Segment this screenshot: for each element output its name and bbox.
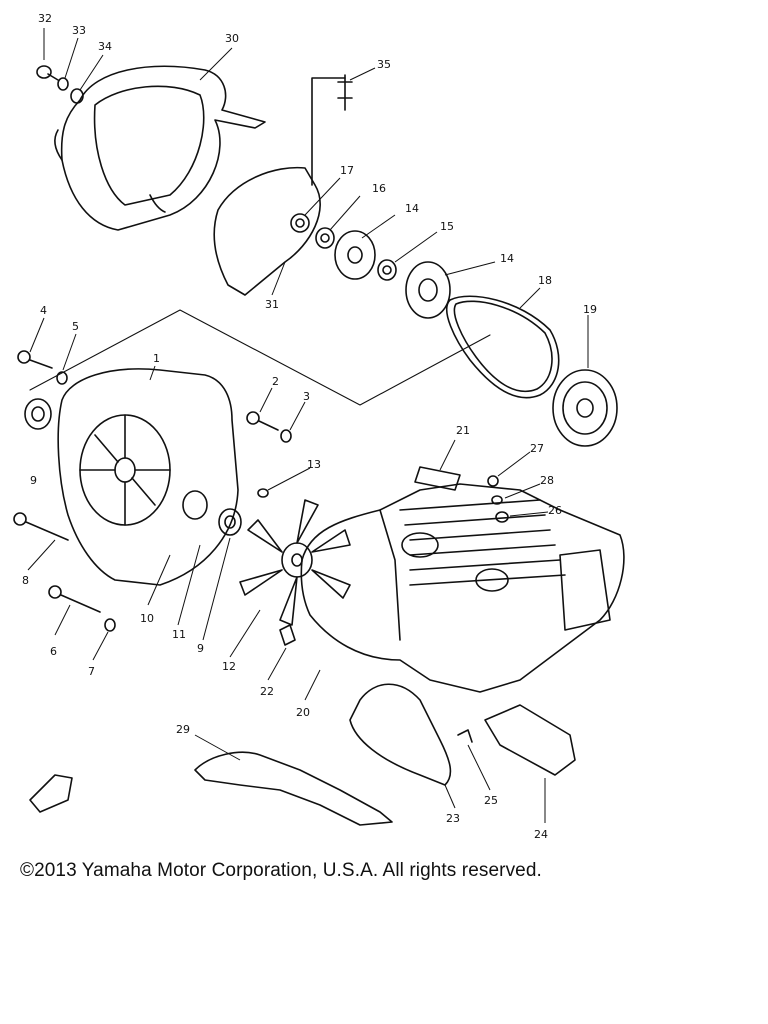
washer-16 [315,227,335,249]
fan-shroud-20 [300,483,625,693]
callout-label: 4 [40,304,47,317]
callout-label: 14 [500,252,514,265]
bolt-8 [13,512,69,541]
key-22 [279,624,296,646]
fan-housing-1 [57,368,239,586]
callout-label: 19 [583,303,597,316]
washer-34 [70,88,84,104]
washer-28 [491,495,503,505]
callout-label: 30 [225,32,239,45]
spacer-15 [377,259,397,281]
assembly-leader [29,309,491,406]
label-21 [414,466,461,491]
callout-label: 25 [484,794,498,807]
callout-label: 21 [456,424,470,437]
callout-label: 20 [296,706,310,719]
v-belt-18 [445,295,560,399]
bolt-35 [311,74,353,186]
fan-12 [239,499,351,626]
callout-label: 12 [222,660,236,673]
callout-label: 23 [446,812,460,825]
callout-label: 5 [72,320,79,333]
callout-label: 7 [88,665,95,678]
belt-guard-plate [213,166,321,296]
callout-label: 9 [30,474,37,487]
callout-label: 8 [22,574,29,587]
callout-label: 13 [307,458,321,471]
bolt-6 [48,585,101,613]
pulley-19 [552,369,618,447]
callout-label: 16 [372,182,386,195]
callout-label: 24 [534,828,548,841]
clip-25 [457,729,473,743]
bearing-9a [24,398,52,430]
callout-label: 26 [548,504,562,517]
callout-label: 34 [98,40,112,53]
washer-7 [104,618,116,632]
bracket-29 [194,751,393,826]
nut-17 [290,213,310,233]
washer-33 [57,77,69,91]
screw-27 [487,475,499,487]
callout-label: 11 [172,628,186,641]
callout-label: 18 [538,274,552,287]
bolt-4 [17,350,53,369]
callout-label: 22 [260,685,274,698]
callout-label: 35 [377,58,391,71]
duct-24 [484,704,576,776]
callout-label: 31 [265,298,279,311]
callout-label: 27 [530,442,544,455]
bearing-9b [218,508,242,536]
belt-guard-upper [53,65,266,231]
plate-23 [349,683,452,786]
callout-labels: 32 33 34 30 35 17 16 14 15 14 18 19 31 4… [22,12,597,841]
bolt-32 [36,65,59,81]
grommet-26 [495,511,509,523]
sheave-14a [334,230,376,280]
callout-label: 6 [50,645,57,658]
callout-label: 29 [176,723,190,736]
callout-label: 3 [303,390,310,403]
parts-diagram: 32 33 34 30 35 17 16 14 15 14 18 19 31 4… [13,12,625,841]
key-13 [257,488,269,498]
copyright-notice: ©2013 Yamaha Motor Corporation, U.S.A. A… [20,860,542,881]
callout-label: 33 [72,24,86,37]
callout-label: 28 [540,474,554,487]
callout-label: 17 [340,164,354,177]
forward-arrow-icon [29,774,73,813]
callout-label: 15 [440,220,454,233]
callout-label: 1 [153,352,160,365]
callout-label: 9 [197,642,204,655]
callout-label: 32 [38,12,52,25]
callout-label: 2 [272,375,279,388]
callout-label: 14 [405,202,419,215]
washer-5 [56,371,68,385]
sheave-14b [405,261,451,319]
bolt-2 [246,411,279,431]
callout-label: 10 [140,612,154,625]
washer-3 [280,429,292,443]
